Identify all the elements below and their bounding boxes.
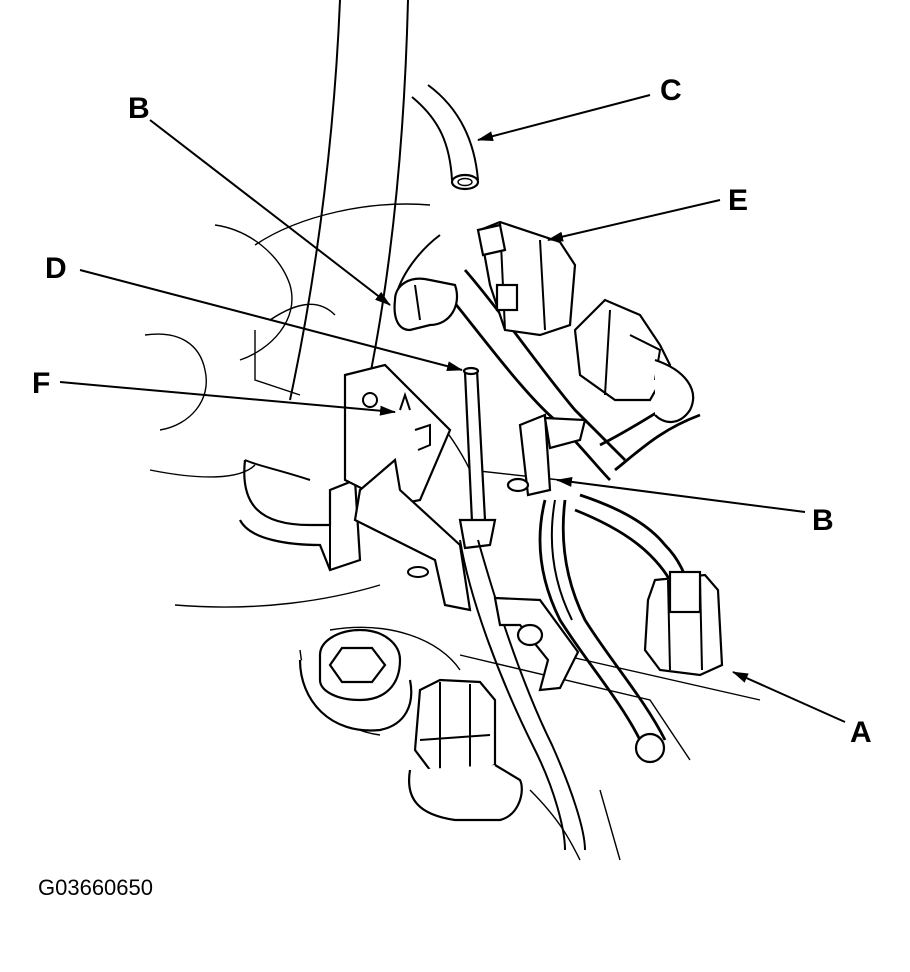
hose-clamp — [239, 459, 362, 572]
callout-b-top: B — [128, 92, 150, 125]
engine-background — [144, 203, 761, 861]
callout-e: E — [728, 184, 748, 217]
leader-f — [59, 381, 396, 416]
connector-e — [476, 220, 577, 337]
figure-id: G03660650 — [38, 875, 153, 900]
sensor-rod-d — [458, 366, 497, 550]
callout-b-right: B — [812, 504, 834, 537]
leader-b-top — [149, 119, 391, 306]
connector-lower — [408, 678, 523, 822]
harness-clip-b-right — [506, 413, 587, 497]
connector-right — [573, 298, 695, 423]
callout-f: F — [32, 367, 50, 400]
callout-d: D — [45, 252, 67, 285]
leader-lines — [59, 94, 846, 723]
harness-clip-b-top — [393, 277, 459, 332]
dipstick-tube — [459, 539, 586, 851]
harness-strap — [493, 596, 580, 692]
callout-a: A — [850, 716, 872, 749]
connector-a — [643, 570, 724, 677]
leader-d — [79, 269, 463, 372]
leader-a — [732, 671, 846, 723]
mounting-bolt — [298, 628, 413, 732]
mounting-bracket-f — [343, 363, 472, 612]
leader-c — [477, 94, 651, 142]
vacuum-hose-c — [289, 0, 480, 401]
callout-c: C — [660, 74, 682, 107]
leader-e — [547, 199, 721, 242]
leader-b-right — [556, 476, 806, 513]
